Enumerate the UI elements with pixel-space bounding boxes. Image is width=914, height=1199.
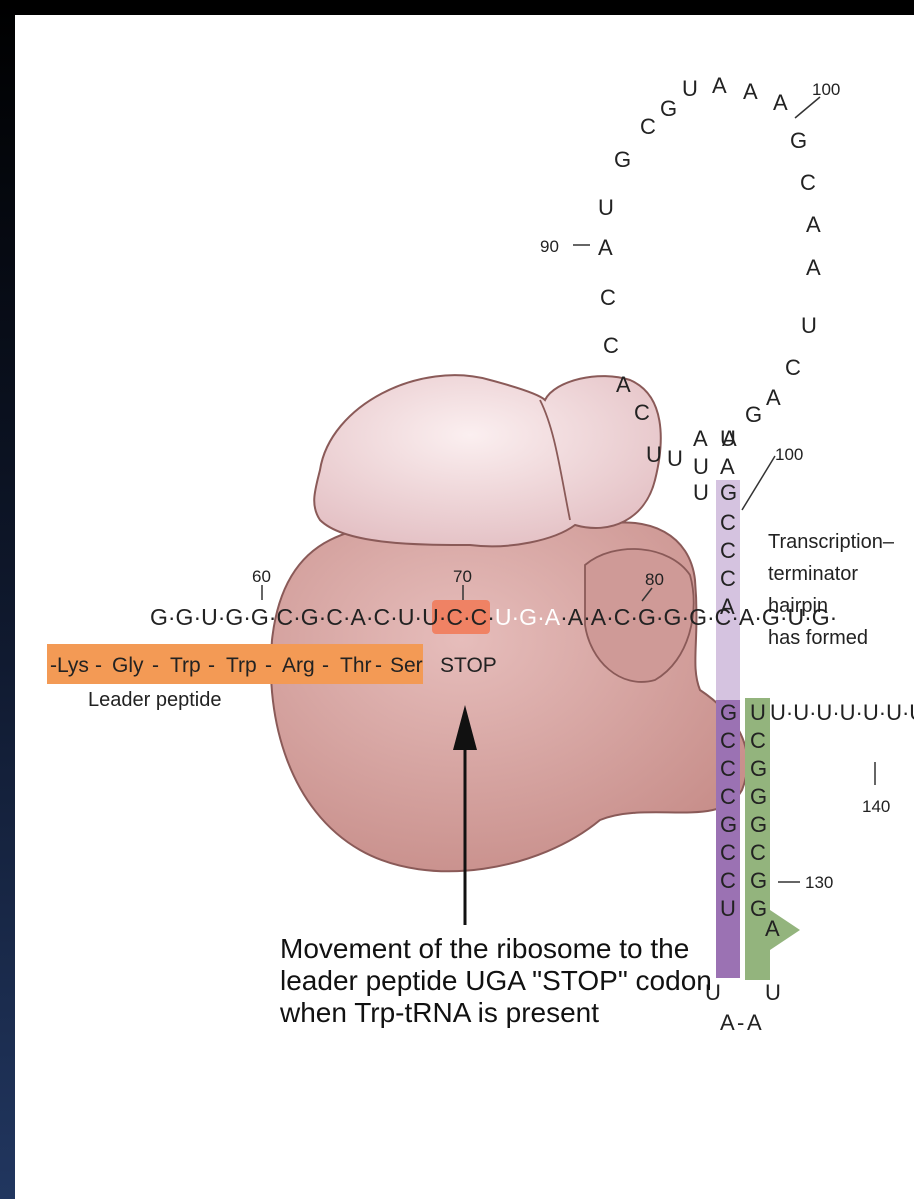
svg-text:leader peptide UGA "STOP" cod: leader peptide UGA "STOP" codon — [280, 965, 712, 996]
position-100-loop: 100 — [812, 80, 840, 99]
leader-peptide-residues: -Lys - Gly - Trp - Trp - Arg - Thr - Ser — [50, 654, 423, 677]
stem-base: U — [750, 700, 766, 725]
stem-left-base: U — [693, 480, 709, 505]
loop-base: C — [640, 114, 656, 139]
stem-base: G — [750, 756, 767, 781]
svg-text:terminator: terminator — [768, 563, 858, 585]
stem-base: G — [750, 868, 767, 893]
stem-left-base: A — [693, 426, 708, 451]
hairpin-stem-top: A U U U A G — [693, 426, 737, 505]
svg-text:Transcription–: Transcription– — [768, 531, 895, 553]
loop-base: U — [801, 313, 817, 338]
loop-base: C — [800, 170, 816, 195]
stem-base: C — [720, 566, 736, 591]
loop-base: U — [682, 76, 698, 101]
stem-base: C — [720, 756, 736, 781]
svg-text:when Trp-tRNA is present: when Trp-tRNA is present — [279, 997, 599, 1028]
loop-base: G — [614, 147, 631, 172]
stem-base: A — [720, 594, 735, 619]
stem-base: A — [765, 916, 780, 941]
loop-base: C — [600, 285, 616, 310]
loop-base: U — [667, 446, 683, 471]
svg-text:Movement of the ribosome to th: Movement of the ribosome to the — [280, 933, 689, 964]
stem-base: G — [720, 700, 737, 725]
stem-base: C — [720, 538, 736, 563]
stem-base: U — [720, 896, 736, 921]
stem-left-base: U — [693, 454, 709, 479]
position-90: 90 — [540, 237, 559, 256]
loop-base: G — [660, 96, 677, 121]
stem-base: C — [720, 784, 736, 809]
loop-base: G — [790, 128, 807, 153]
stem-base: C — [750, 840, 766, 865]
tick-100-loop — [795, 97, 820, 118]
poly-u-tail: U·U·U·U·U·U·U — [770, 700, 914, 725]
svg-text:has formed: has formed — [768, 627, 868, 649]
stem-base: G — [750, 784, 767, 809]
loop-base: A — [806, 212, 821, 237]
loop-base: A — [773, 90, 788, 115]
bottom-loop-base: A — [720, 1010, 735, 1035]
stem-base: C — [720, 840, 736, 865]
loop-base: A — [743, 79, 758, 104]
stop-codon: U·G·A — [495, 604, 561, 630]
loop-base: U — [598, 195, 614, 220]
stem-base: C — [720, 510, 736, 535]
position-80: 80 — [645, 570, 664, 589]
loop-base: C — [634, 400, 650, 425]
position-140: 140 — [862, 797, 890, 816]
loop-base: C — [603, 333, 619, 358]
stem-right-base: U — [720, 426, 736, 451]
position-70: 70 — [453, 567, 472, 586]
tick-100-stem — [742, 456, 775, 510]
loop-base: A — [712, 73, 727, 98]
loop-base: A — [616, 372, 631, 397]
position-60: 60 — [252, 567, 271, 586]
stem-right-base: A — [720, 454, 735, 479]
loop-base: G — [745, 402, 762, 427]
stem-base: G — [750, 812, 767, 837]
stem-base: C — [720, 868, 736, 893]
loop-base: A — [806, 255, 821, 280]
loop-base: C — [785, 355, 801, 380]
hairpin-bottom-loop: U A - A U — [705, 980, 781, 1035]
stem-base: C — [750, 728, 766, 753]
stem-base: G — [720, 812, 737, 837]
ribosome-small-subunit — [314, 375, 661, 546]
loop-base: A — [598, 235, 613, 260]
stem-purple-column: C C C A G C C C G C C U — [720, 510, 737, 921]
stem-base: C — [720, 728, 736, 753]
position-100-stem: 100 — [775, 445, 803, 464]
position-130: 130 — [805, 873, 833, 892]
bottom-loop-dash: - — [737, 1010, 744, 1035]
stop-label: STOP — [440, 654, 497, 677]
bottom-loop-base: A — [747, 1010, 762, 1035]
figure-caption: Movement of the ribosome to the leader p… — [279, 933, 712, 1028]
loop-base: A — [766, 385, 781, 410]
stem-right-base: G — [720, 480, 737, 505]
bottom-loop-base: U — [765, 980, 781, 1005]
leader-peptide-label: Leader peptide — [88, 689, 221, 711]
loop-base: U — [646, 442, 662, 467]
terminator-label: Transcription– terminator hairpin has fo… — [768, 531, 895, 649]
stem-green-column: U C G G G C G G A — [750, 700, 780, 941]
svg-text:hairpin: hairpin — [768, 595, 828, 617]
